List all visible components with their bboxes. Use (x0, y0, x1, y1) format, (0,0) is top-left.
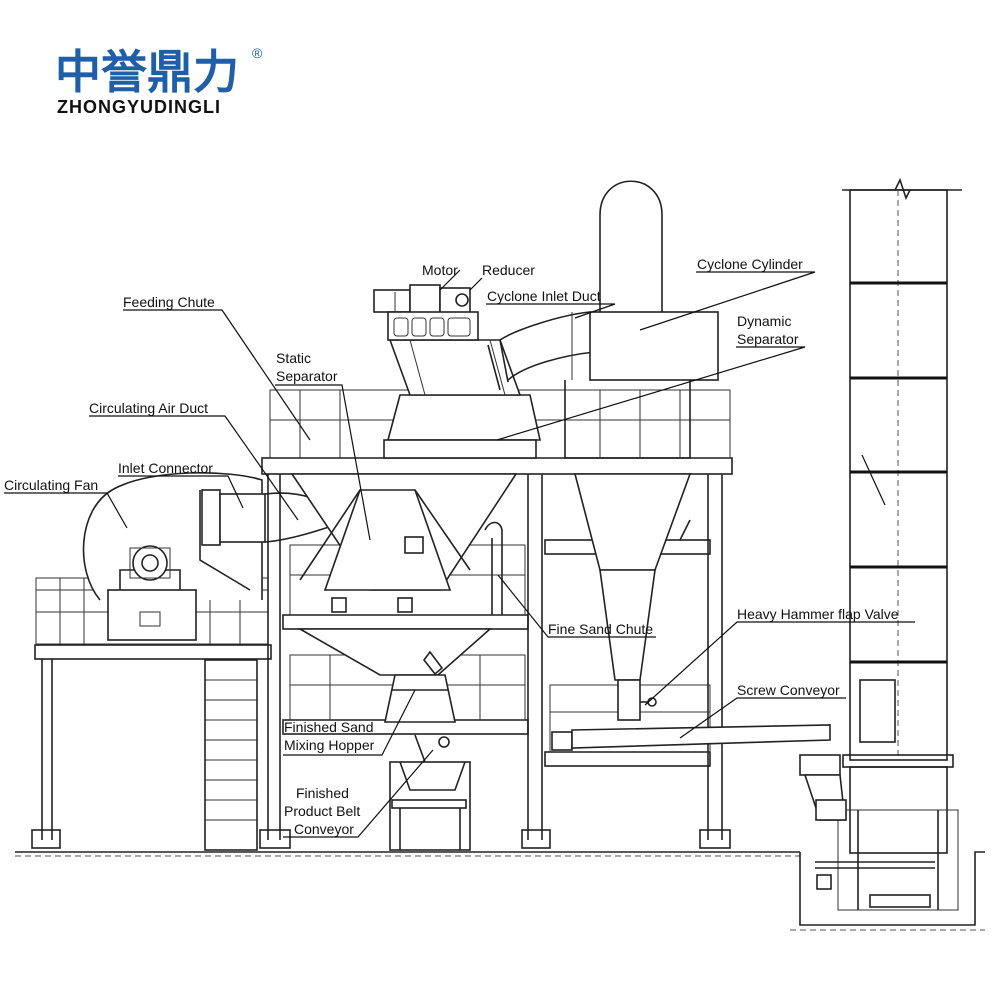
fine-sand-chute (484, 521, 503, 615)
label-fine-sand-chute: Fine Sand Chute (548, 621, 653, 637)
cyclone-inlet-duct (487, 311, 596, 391)
static-separator (290, 473, 518, 723)
label-heavy-hammer-flap-valve: Heavy Hammer flap Valve (737, 606, 899, 622)
bucket-elevator (815, 177, 962, 911)
logo-english-text: ZHONGYUDINGLI (57, 97, 221, 117)
ground-line (15, 851, 985, 931)
dynamic-separator (383, 339, 541, 459)
label-reducer: Reducer (482, 262, 535, 278)
label-dynamic-separator-line1: Dynamic (737, 313, 791, 329)
cyclone (564, 180, 719, 721)
company-logo: 中誉鼎力 ® ZHONGYUDINGLI (55, 45, 263, 117)
label-finished-sand-mixing-hopper-line1: Finished Sand (284, 719, 374, 735)
motor-reducer (373, 284, 479, 341)
labels: Motor Reducer Cyclone Cylinder Feeding C… (4, 256, 899, 837)
screw-conveyor (551, 724, 847, 821)
label-motor: Motor (422, 262, 458, 278)
label-finished-product-belt-conveyor-line3: Conveyor (294, 821, 354, 837)
label-finished-product-belt-conveyor-line1: Finished (296, 785, 349, 801)
label-cyclone-cylinder: Cyclone Cylinder (697, 256, 803, 272)
label-finished-product-belt-conveyor-line2: Product Belt (284, 803, 360, 819)
inlet-connector (201, 489, 341, 546)
logo-chinese-text: 中誉鼎力 (55, 45, 239, 99)
label-finished-sand-mixing-hopper-line2: Mixing Hopper (284, 737, 375, 753)
leader-lines (4, 269, 915, 838)
label-inlet-connector: Inlet Connector (118, 460, 213, 476)
label-screw-conveyor: Screw Conveyor (737, 682, 840, 698)
belt-conveyor (389, 734, 471, 851)
label-static-separator-line1: Static (276, 350, 311, 366)
label-cyclone-inlet-duct: Cyclone Inlet Duct (487, 288, 601, 304)
label-static-separator-line2: Separator (276, 368, 338, 384)
label-dynamic-separator-line2: Separator (737, 331, 799, 347)
label-circulating-air-duct: Circulating Air Duct (89, 400, 208, 416)
label-feeding-chute: Feeding Chute (123, 294, 215, 310)
label-circulating-fan: Circulating Fan (4, 477, 98, 493)
registered-mark: ® (252, 45, 263, 61)
